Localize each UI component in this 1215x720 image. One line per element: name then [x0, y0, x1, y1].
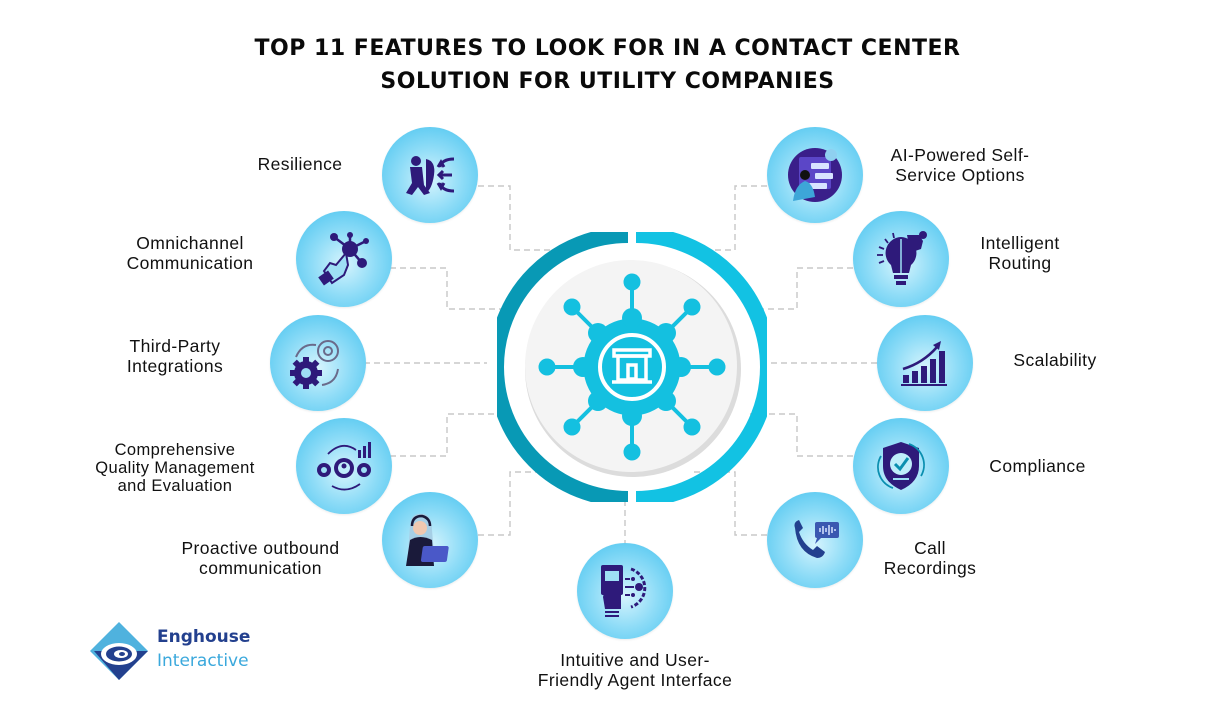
label-line: Intuitive and User-	[560, 650, 710, 670]
label-line: AI-Powered Self-	[890, 145, 1030, 165]
connector-compliance	[750, 413, 853, 457]
label-line: Friendly Agent Interface	[537, 670, 733, 690]
feature-label-outbound: Proactive outbound communication	[148, 538, 373, 578]
connector-quality	[390, 413, 505, 457]
connector-routing	[750, 267, 853, 310]
feature-label-omnichannel: Omnichannel Communication	[95, 233, 285, 273]
feature-label-compliance: Compliance	[965, 456, 1110, 476]
label-line: Service Options	[895, 165, 1025, 185]
feature-label-agent-interface: Intuitive and User- Friendly Agent Inter…	[505, 650, 765, 690]
label-line: Communication	[126, 253, 254, 273]
label-line: Third-Party	[129, 336, 221, 356]
feature-bubble-ai-self-service	[767, 127, 863, 223]
label-line: communication	[199, 558, 322, 578]
connector-outbound	[478, 471, 560, 536]
chatbot-screen-icon	[788, 148, 842, 202]
label-line: Scalability	[1013, 350, 1097, 370]
phone-audio-icon	[794, 520, 839, 558]
feature-label-scalability: Scalability	[990, 350, 1120, 370]
network-gear-building-icon	[538, 273, 726, 461]
feature-bubble-outbound	[382, 492, 478, 588]
label-line: Routing	[988, 253, 1052, 273]
feature-bubble-agent-interface	[577, 543, 673, 639]
connector-call-recordings	[690, 471, 767, 536]
logo-text-enghouse: Enghouse	[157, 627, 251, 647]
touch-interface-icon	[601, 565, 647, 617]
hand-network-icon	[318, 232, 369, 286]
feature-label-resilience: Resilience	[200, 154, 400, 174]
connector-resilience	[478, 185, 560, 251]
feature-bubble-quality	[296, 418, 392, 514]
knight-shield-icon	[406, 156, 455, 195]
enghouse-logo-icon	[90, 622, 148, 680]
label-line: and Evaluation	[117, 477, 233, 495]
label-line: Comprehensive	[114, 441, 236, 459]
feature-bubble-resilience	[382, 127, 478, 223]
label-line: Omnichannel	[136, 233, 244, 253]
logo-text-interactive: Interactive	[157, 651, 249, 671]
label-line: Intelligent	[980, 233, 1060, 253]
feature-bubble-scalability	[877, 315, 973, 411]
connector-ai-self-service	[690, 185, 767, 251]
label-line: Recordings	[883, 558, 977, 578]
feature-bubble-third-party	[270, 315, 366, 411]
gears-user-chart-icon	[317, 442, 371, 491]
page-title-line-2: SOLUTION FOR UTILITY COMPANIES	[380, 69, 835, 94]
puzzle-lightbulb-icon	[877, 231, 927, 285]
label-line: Resilience	[257, 154, 343, 174]
page-title-line-1: TOP 11 FEATURES TO LOOK FOR IN A CONTACT…	[254, 36, 961, 61]
feature-bubble-routing	[853, 211, 949, 307]
label-line: Compliance	[989, 456, 1086, 476]
connector-omnichannel	[390, 267, 505, 310]
agent-headset-laptop-icon	[406, 513, 449, 566]
feature-bubble-compliance	[853, 418, 949, 514]
feature-label-quality: Comprehensive Quality Management and Eva…	[70, 441, 280, 495]
feature-label-third-party: Third-Party Integrations	[90, 336, 260, 376]
label-line: Proactive outbound	[181, 538, 340, 558]
shield-check-icon	[877, 442, 925, 490]
central-hub	[497, 232, 767, 502]
growth-chart-icon	[901, 341, 947, 386]
label-line: Quality Management	[95, 459, 255, 477]
feature-label-routing: Intelligent Routing	[955, 233, 1085, 273]
hub-ring-left	[497, 232, 629, 502]
feature-bubble-call-recordings	[767, 492, 863, 588]
gears-icon	[290, 340, 339, 389]
feature-label-ai-self-service: AI-Powered Self- Service Options	[860, 145, 1060, 185]
hub-ring-right	[635, 232, 767, 502]
feature-label-call-recordings: Call Recordings	[865, 538, 995, 578]
label-line: Call	[914, 538, 946, 558]
label-line: Integrations	[126, 356, 224, 376]
feature-bubble-omnichannel	[296, 211, 392, 307]
